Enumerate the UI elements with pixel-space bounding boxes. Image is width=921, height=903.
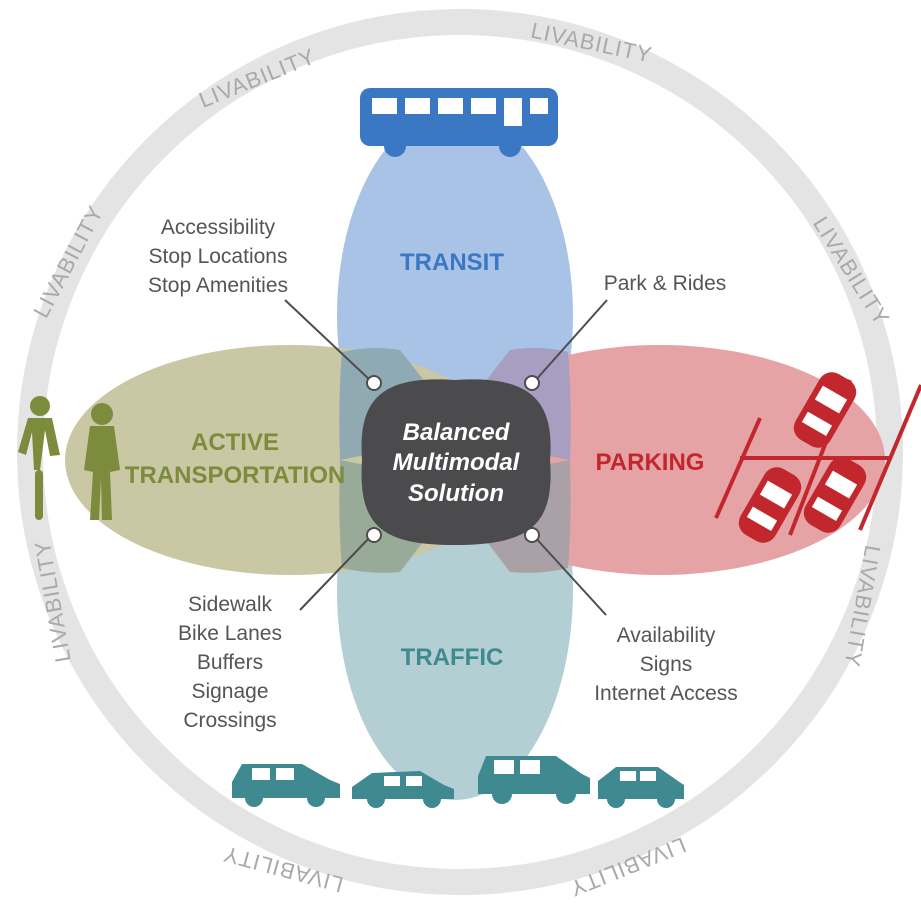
ring-label-right-upper: LIVABILITY bbox=[808, 212, 895, 330]
pedestrian-icon bbox=[84, 403, 120, 520]
transit-label: TRANSIT bbox=[400, 249, 504, 276]
note-bottom-left-5: Crossings bbox=[183, 709, 276, 732]
leader-top-left bbox=[284, 299, 373, 383]
livability-ring bbox=[17, 9, 903, 895]
active-label-line2: TRANSPORTATION bbox=[125, 462, 345, 489]
dot-top-left bbox=[366, 375, 382, 391]
note-bottom-left-1: Sidewalk bbox=[188, 593, 273, 616]
leader-bottom-right bbox=[532, 534, 607, 616]
note-bottom-left-4: Signage bbox=[191, 680, 268, 703]
note-top-left-1: Accessibility bbox=[161, 216, 276, 239]
dot-bottom-left bbox=[366, 527, 382, 543]
dot-bottom-right bbox=[524, 527, 540, 543]
center-label-line1: Balanced bbox=[403, 419, 511, 446]
leader-bottom-left bbox=[299, 534, 373, 611]
parked-car-icon bbox=[714, 372, 921, 543]
traffic-label: TRAFFIC bbox=[401, 644, 504, 671]
note-bottom-right-2: Signs bbox=[640, 653, 693, 676]
ring-label-top-right: LIVABILITY bbox=[529, 18, 655, 68]
note-bottom-right-3: Internet Access bbox=[594, 682, 738, 705]
cyclist-icon bbox=[18, 396, 60, 520]
car-icon bbox=[232, 756, 684, 808]
parking-label: PARKING bbox=[596, 449, 705, 476]
note-top-left-2: Stop Locations bbox=[149, 245, 288, 268]
note-bottom-right-1: Availability bbox=[617, 624, 716, 647]
note-top-left-3: Stop Amenities bbox=[148, 274, 288, 297]
note-bottom-left-2: Bike Lanes bbox=[178, 622, 282, 645]
dot-top-right bbox=[524, 375, 540, 391]
center-label-line2: Multimodal bbox=[393, 449, 521, 476]
center-shape bbox=[361, 379, 551, 545]
bus-icon bbox=[360, 88, 558, 157]
note-top-right-1: Park & Rides bbox=[604, 272, 727, 295]
note-bottom-left-3: Buffers bbox=[197, 651, 263, 674]
ring-label-right-lower: LIVABILITY bbox=[839, 543, 885, 669]
ring-label-top-left: LIVABILITY bbox=[195, 43, 319, 112]
active-label-line1: ACTIVE bbox=[191, 429, 279, 456]
center-label-line3: Solution bbox=[408, 480, 504, 507]
leader-top-right bbox=[533, 299, 608, 383]
